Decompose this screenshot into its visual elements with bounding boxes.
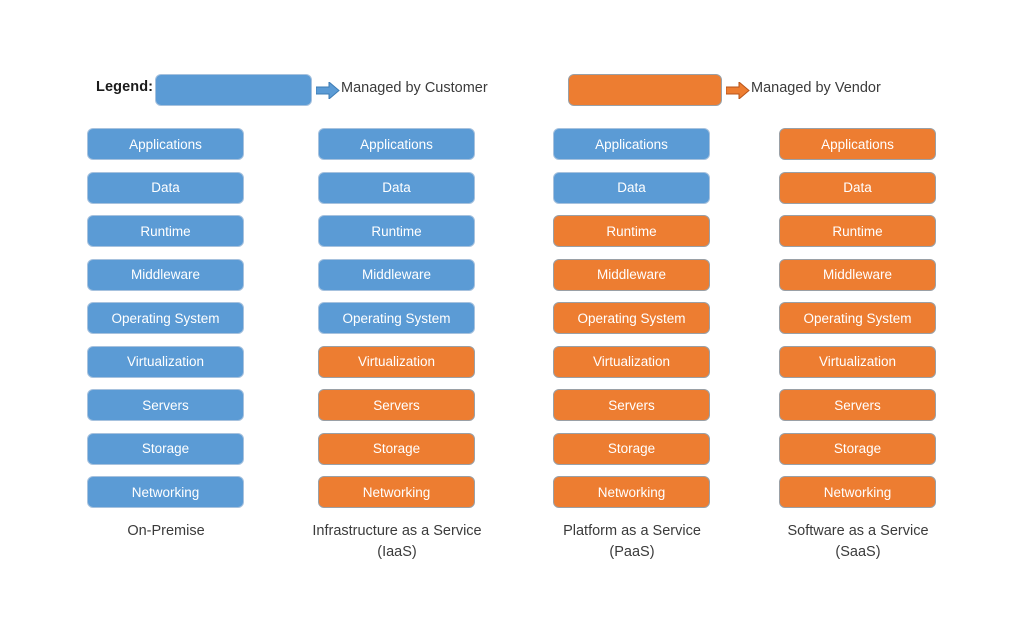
layer-box[interactable]: Data	[318, 171, 475, 204]
layer-box[interactable]: Operating System	[779, 302, 936, 334]
layer-box[interactable]: Middleware	[87, 258, 244, 291]
layer-box[interactable]: Storage	[87, 432, 244, 465]
layer-box[interactable]: Storage	[318, 432, 475, 465]
layer-box[interactable]: Data	[779, 171, 936, 204]
right-arrow-icon	[726, 82, 750, 99]
layer-box-label: Runtime	[371, 223, 422, 239]
layer-box[interactable]: Data	[87, 171, 244, 204]
layer-box[interactable]: Data	[553, 171, 710, 204]
layer-box[interactable]: Operating System	[87, 302, 244, 334]
layer-box[interactable]: Applications	[318, 128, 475, 160]
legend-label-customer: Managed by Customer	[341, 80, 488, 96]
layer-box-label: Networking	[362, 484, 431, 500]
layer-box[interactable]: Networking	[87, 476, 244, 508]
column-caption-on-premise: On-Premise	[51, 521, 281, 542]
caption-line-1: Platform as a Service	[563, 523, 701, 539]
layer-box[interactable]: Middleware	[779, 258, 936, 291]
legend-swatch-customer	[155, 74, 312, 106]
layer-box[interactable]: Servers	[87, 389, 244, 421]
layer-box[interactable]: Networking	[318, 476, 475, 508]
layer-box[interactable]: Servers	[779, 389, 936, 421]
layer-box[interactable]: Middleware	[318, 258, 475, 291]
layer-box-label: Middleware	[130, 267, 201, 282]
caption-line-1: Infrastructure as a Service	[312, 523, 482, 539]
layer-box-label: Operating System	[342, 310, 451, 326]
legend: Legend: Managed by Customer Managed by V…	[0, 70, 1024, 112]
layer-box-label: Operating System	[111, 310, 220, 326]
layer-box-label: Virtualization	[126, 354, 205, 369]
layer-box[interactable]: Networking	[553, 476, 710, 508]
layer-box-label: Runtime	[140, 223, 191, 239]
column-caption-paas: Platform as a Service (PaaS)	[517, 521, 747, 563]
layer-box[interactable]: Networking	[779, 476, 936, 508]
layer-box[interactable]: Applications	[553, 128, 710, 160]
layer-box-label: Operating System	[577, 310, 686, 326]
column-caption-iaas: Infrastructure as a Service (IaaS)	[282, 521, 512, 563]
legend-title: Legend:	[96, 79, 154, 95]
layer-box-label: Virtualization	[592, 354, 671, 369]
layer-box[interactable]: Storage	[779, 432, 936, 465]
layer-box-label: Storage	[607, 441, 656, 456]
layer-box-label: Runtime	[606, 223, 657, 239]
legend-swatch-vendor	[568, 74, 722, 106]
caption-line-2: (SaaS)	[835, 544, 881, 560]
layer-box[interactable]: Runtime	[87, 215, 244, 247]
caption-line-2: (IaaS)	[377, 544, 417, 560]
layer-box[interactable]: Operating System	[553, 302, 710, 334]
layer-box-label: Storage	[833, 441, 882, 456]
layer-box[interactable]: Virtualization	[779, 345, 936, 378]
caption-line-2: (PaaS)	[609, 544, 655, 560]
column-caption-saas: Software as a Service (SaaS)	[743, 521, 973, 563]
layer-box-label: Servers	[373, 397, 420, 413]
layer-box-label: Data	[617, 180, 646, 195]
layer-box-label: Applications	[821, 136, 894, 152]
layer-box[interactable]: Runtime	[553, 215, 710, 247]
layer-box-label: Virtualization	[357, 354, 436, 369]
layer-box-label: Applications	[129, 136, 202, 152]
layer-box[interactable]: Applications	[87, 128, 244, 160]
layer-box-label: Data	[382, 180, 411, 195]
layer-box-label: Storage	[141, 441, 190, 456]
legend-label-vendor: Managed by Vendor	[751, 80, 881, 96]
layer-box-label: Networking	[597, 484, 666, 500]
right-arrow-icon	[316, 82, 340, 99]
layer-box[interactable]: Servers	[318, 389, 475, 421]
layer-box[interactable]: Operating System	[318, 302, 475, 334]
layer-box[interactable]: Virtualization	[553, 345, 710, 378]
layer-box[interactable]: Storage	[553, 432, 710, 465]
layer-box-label: Operating System	[803, 310, 912, 326]
layer-box-label: Applications	[595, 136, 668, 152]
caption-line-1: Software as a Service	[787, 523, 929, 539]
layer-box[interactable]: Virtualization	[318, 345, 475, 378]
layer-box-label: Virtualization	[818, 354, 897, 369]
layer-box-label: Data	[151, 180, 180, 195]
layer-box-label: Servers	[608, 397, 655, 413]
layer-box-label: Middleware	[596, 267, 667, 282]
layer-box-label: Runtime	[832, 223, 883, 239]
layer-box-label: Middleware	[822, 267, 893, 282]
layer-box-label: Middleware	[361, 267, 432, 282]
layer-box-label: Servers	[834, 397, 881, 413]
layer-box[interactable]: Runtime	[318, 215, 475, 247]
layer-box[interactable]: Servers	[553, 389, 710, 421]
caption-line-1: On-Premise	[127, 523, 205, 539]
layer-box-label: Storage	[372, 441, 421, 456]
layer-box-label: Applications	[360, 136, 433, 152]
layer-box[interactable]: Runtime	[779, 215, 936, 247]
layer-box-label: Networking	[131, 484, 200, 500]
layer-box-label: Data	[843, 180, 872, 195]
layer-box-label: Networking	[823, 484, 892, 500]
layer-box-label: Servers	[142, 397, 189, 413]
layer-box[interactable]: Middleware	[553, 258, 710, 291]
layer-box[interactable]: Virtualization	[87, 345, 244, 378]
layer-box[interactable]: Applications	[779, 128, 936, 160]
